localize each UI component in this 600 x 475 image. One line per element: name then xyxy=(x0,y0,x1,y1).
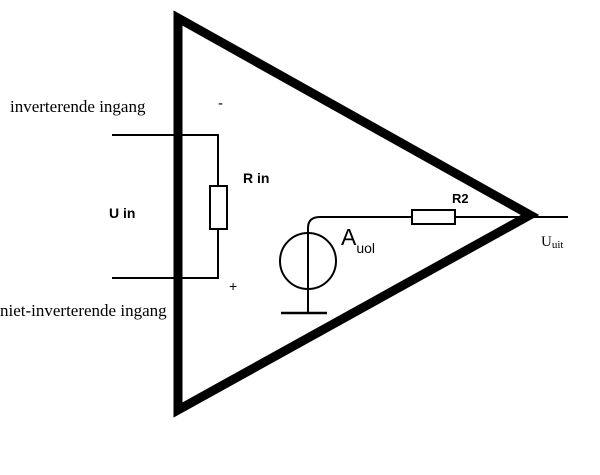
open-loop-gain-main: A xyxy=(341,224,357,250)
non-inverting-input-wire xyxy=(112,229,219,279)
input-resistor xyxy=(209,185,228,230)
source-wire xyxy=(307,216,412,313)
minus-sign: - xyxy=(218,95,223,112)
non-inverting-input-label: niet-inverterende ingang xyxy=(0,301,167,320)
inverting-input-label: inverterende ingang xyxy=(10,97,146,116)
output-voltage-sub: uit xyxy=(552,239,564,251)
output-resistor-label: R2 xyxy=(452,191,469,206)
output-voltage-label: Uuit xyxy=(541,234,563,251)
inverting-input-wire xyxy=(112,134,219,186)
opamp-triangle xyxy=(173,10,540,418)
plus-sign: + xyxy=(229,278,237,294)
open-loop-gain-label: Auol xyxy=(341,224,375,256)
output-resistor xyxy=(411,209,456,225)
input-resistor-label: R in xyxy=(243,170,269,186)
open-loop-gain-sub: uol xyxy=(356,240,375,256)
input-voltage-label: U in xyxy=(109,205,135,221)
output-voltage-main: U xyxy=(541,234,552,250)
